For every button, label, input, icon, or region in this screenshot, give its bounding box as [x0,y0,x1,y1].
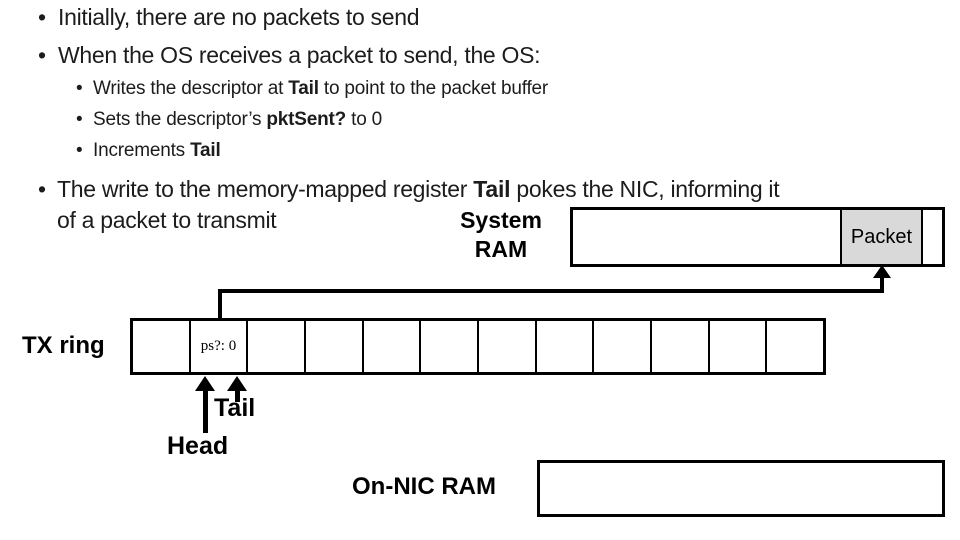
bullet-marker: • [38,42,46,68]
descriptor-to-packet-arrow-vertical-start [218,289,222,318]
sub-bullet-1: •Writes the descriptor at Tail to point … [76,78,549,99]
sub-bullet-2: •Sets the descriptor’s pktSent? to 0 [76,109,383,130]
bullet-line-1: • Initially, there are no packets to send [38,4,420,31]
on-nic-ram-label: On-NIC RAM [352,473,496,500]
tx-ring-cell [364,321,422,372]
tx-ring-cell-descriptor: ps?: 0 [191,321,249,372]
bullet-2-text: When the OS receives a packet to send, t… [58,42,541,68]
tail-label: Tail [214,394,256,422]
tx-ring-cell [479,321,537,372]
tx-ring-cell [594,321,653,372]
tx-ring: ps?: 0 [130,318,826,375]
bullet-line-3: •The write to the memory-mapped register… [38,176,780,202]
system-ram-box: Packet [570,207,945,267]
head-pointer-arrow-line [203,390,208,433]
head-label: Head [167,432,229,460]
tx-ring-cell [421,321,480,372]
tx-ring-cell [537,321,595,372]
bullet-marker: • [38,4,46,30]
packet-label: Packet [850,225,913,248]
bullet-marker: • [76,78,83,99]
descriptor-to-packet-arrow-horizontal [218,289,884,293]
packet-cell: Packet [840,210,923,264]
bullet-marker: • [38,176,46,202]
tx-ring-cell [133,321,191,372]
tail-pointer-arrowhead-icon [227,376,247,391]
tx-ring-cell [248,321,307,372]
tx-ring-label: TX ring [22,332,105,359]
bullet-line-3-cont: of a packet to transmit [57,207,277,233]
bullet-marker: • [76,140,83,161]
bullet-marker: • [76,109,83,130]
head-pointer-arrowhead-icon [195,376,215,391]
bullet-1-text: Initially, there are no packets to send [58,4,420,30]
tx-ring-cell [710,321,768,372]
tx-ring-cell [652,321,710,372]
tx-ring-cell [306,321,364,372]
tail-pointer-arrow-line [235,390,240,402]
on-nic-ram-box [537,460,945,517]
bullet-line-2: • When the OS receives a packet to send, … [38,42,541,69]
system-ram-label: System RAM [460,207,542,262]
tx-ring-cell [767,321,823,372]
descriptor-to-packet-arrow-vertical-end [880,277,884,291]
sub-bullet-3: •Increments Tail [76,140,221,161]
descriptor-to-packet-arrowhead-icon [873,265,891,278]
